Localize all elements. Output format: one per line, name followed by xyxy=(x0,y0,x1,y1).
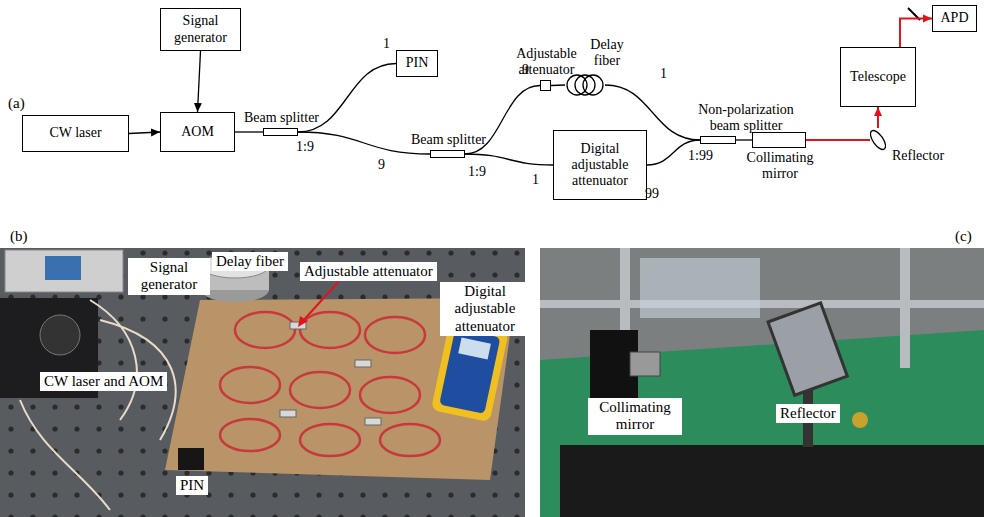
attenuator-symbol: Adjustable attenuator xyxy=(540,80,551,91)
node-label: Non-polarization beam splitter xyxy=(686,102,806,134)
split-ratio: 9 xyxy=(522,62,529,78)
generator-box: Signal generator xyxy=(160,8,241,51)
split-ratio: 1:9 xyxy=(296,139,314,155)
fiber-connector xyxy=(198,51,201,112)
panel-letter: (c) xyxy=(955,228,972,245)
split-ratio: 1 xyxy=(532,172,539,188)
fiber-connector xyxy=(129,132,160,134)
coil-turn xyxy=(583,75,603,95)
split-ratio: 99 xyxy=(645,186,659,202)
reflector-ellipse xyxy=(870,128,886,152)
reflector-symbol: Reflector xyxy=(870,128,886,152)
coil-outline xyxy=(565,72,605,98)
collimator-symbol: Collimating mirror xyxy=(752,132,806,148)
node-label: Collimating mirror xyxy=(740,150,820,182)
fiber-connector xyxy=(298,132,430,154)
fiber-connector xyxy=(465,154,553,165)
fiber-connector xyxy=(551,84,565,86)
panel-letter: (b) xyxy=(10,228,28,245)
node-label: APD xyxy=(940,10,968,26)
photo-callout: Digital adjustable attenuator xyxy=(440,282,530,336)
attenuator-box: Digital adjustable attenuator xyxy=(553,130,647,200)
fiber-coil: Delay fiber xyxy=(565,72,605,98)
split-ratio: 1:99 xyxy=(688,148,713,164)
telescope-box: Telescope xyxy=(840,47,916,107)
photo-callout: Delay fiber xyxy=(212,252,288,271)
node-label: Adjustable attenuator xyxy=(507,46,587,78)
node-label: AOM xyxy=(181,124,214,140)
reflector-outline xyxy=(870,128,886,152)
beam-splitter: Non-polarization beam splitter xyxy=(700,136,736,144)
node-label: PIN xyxy=(406,55,429,71)
node-label: Signal generator xyxy=(163,13,238,45)
photo-callout: PIN xyxy=(176,476,208,495)
split-ratio: 1 xyxy=(660,66,667,82)
photo-callout: Collimating mirror xyxy=(588,398,682,435)
node-label: Reflector xyxy=(892,148,944,164)
split-ratio: 1:9 xyxy=(468,164,486,180)
node-label: Telescope xyxy=(850,69,906,85)
node-label: Beam splitter xyxy=(399,132,499,148)
node-label: Digital adjustable attenuator xyxy=(556,141,644,189)
beam-path xyxy=(877,107,879,128)
fiber-connector xyxy=(235,131,263,132)
beam-path xyxy=(900,19,932,48)
photo-callout: Reflector xyxy=(776,404,840,423)
node-label: CW laser xyxy=(49,125,101,141)
node-label: Delay fiber xyxy=(582,37,632,69)
apd-box: APD xyxy=(932,5,977,32)
aom-box: AOM xyxy=(160,112,235,152)
fiber-connector xyxy=(736,139,752,140)
split-ratio: 9 xyxy=(378,157,385,173)
panel-letter: (a) xyxy=(8,95,25,112)
beam-splitter: Beam splitter xyxy=(263,128,298,136)
beam-path xyxy=(806,139,870,141)
beam-splitter: Beam splitter xyxy=(430,150,465,158)
node-label: Beam splitter xyxy=(232,110,332,126)
photo-callout: CW laser and AOM xyxy=(40,372,167,391)
laser-box: CW laser xyxy=(22,115,129,152)
photo-c xyxy=(540,248,984,517)
split-ratio: 1 xyxy=(383,36,390,52)
photo-callout: Adjustable attenuator xyxy=(300,262,437,281)
pin-box: PIN xyxy=(396,50,438,77)
photo-callout: Signal generator xyxy=(128,258,210,295)
